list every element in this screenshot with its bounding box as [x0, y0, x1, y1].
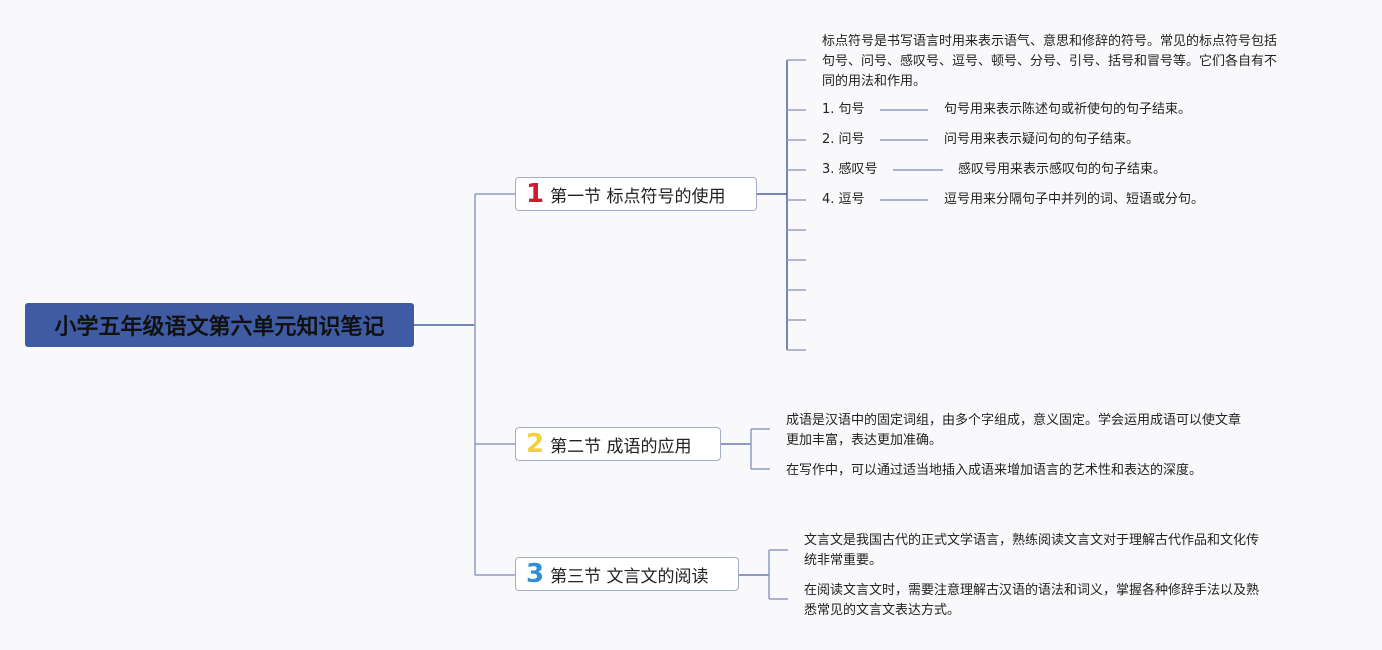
note-line: 更加丰富，表达更加准确。: [786, 433, 943, 448]
section-1-title: 第一节 标点符号的使用: [550, 186, 726, 207]
root-title: 小学五年级语文第六单元知识笔记: [54, 315, 385, 340]
root-topic[interactable]: 小学五年级语文第六单元知识笔记: [25, 303, 414, 347]
section-1-node[interactable]: 1 第一节 标点符号的使用: [515, 177, 757, 211]
number-3-icon: 3: [526, 559, 545, 589]
item-1-label[interactable]: 1. 句号: [822, 102, 865, 117]
note-line: 在写作中，可以通过适当地插入成语来增加语言的艺术性和表达的深度。: [786, 463, 1203, 478]
section-1-intro[interactable]: 标点符号是书写语言时用来表示语气、意思和修辞的符号。常见的标点符号包括 句号、问…: [822, 32, 1277, 92]
note-line: 悉常见的文言文表达方式。: [804, 603, 961, 618]
item-4-desc[interactable]: 逗号用来分隔句子中并列的词、短语或分句。: [944, 192, 1205, 207]
item-2-desc[interactable]: 问号用来表示疑问句的句子结束。: [944, 132, 1140, 147]
item-1-desc[interactable]: 句号用来表示陈述句或祈使句的句子结束。: [944, 102, 1192, 117]
section-2-node[interactable]: 2 第二节 成语的应用: [515, 427, 721, 461]
section-3-note-2[interactable]: 在阅读文言文时，需要注意理解古汉语的语法和词义，掌握各种修辞手法以及熟 悉常见的…: [804, 581, 1259, 621]
section-3-node[interactable]: 3 第三节 文言文的阅读: [515, 557, 739, 591]
intro-line: 句号、问号、感叹号、逗号、顿号、分号、引号、括号和冒号等。它们各自有不: [822, 54, 1278, 69]
section-2-title: 第二节 成语的应用: [550, 436, 692, 457]
note-line: 统非常重要。: [804, 553, 883, 568]
note-line: 文言文是我国古代的正式文学语言，熟练阅读文言文对于理解古代作品和文化传: [804, 533, 1260, 548]
note-line: 在阅读文言文时，需要注意理解古汉语的语法和词义，掌握各种修辞手法以及熟: [804, 583, 1260, 598]
note-line: 成语是汉语中的固定词组，由多个字组成，意义固定。学会运用成语可以使文章: [786, 413, 1242, 428]
section-3-note-1[interactable]: 文言文是我国古代的正式文学语言，熟练阅读文言文对于理解古代作品和文化传 统非常重…: [804, 531, 1259, 571]
item-4-label[interactable]: 4. 逗号: [822, 192, 865, 207]
intro-line: 标点符号是书写语言时用来表示语气、意思和修辞的符号。常见的标点符号包括: [822, 34, 1278, 49]
number-1-icon: 1: [526, 179, 545, 209]
intro-line: 同的用法和作用。: [822, 74, 927, 89]
item-3-desc[interactable]: 感叹号用来表示感叹句的句子结束。: [958, 162, 1167, 177]
section-2-note-2[interactable]: 在写作中，可以通过适当地插入成语来增加语言的艺术性和表达的深度。: [786, 461, 1202, 481]
number-2-icon: 2: [526, 429, 545, 459]
item-2-label[interactable]: 2. 问号: [822, 132, 865, 147]
section-3-title: 第三节 文言文的阅读: [550, 566, 709, 587]
section-2-note-1[interactable]: 成语是汉语中的固定词组，由多个字组成，意义固定。学会运用成语可以使文章 更加丰富…: [786, 411, 1241, 451]
item-3-label[interactable]: 3. 感叹号: [822, 162, 878, 177]
